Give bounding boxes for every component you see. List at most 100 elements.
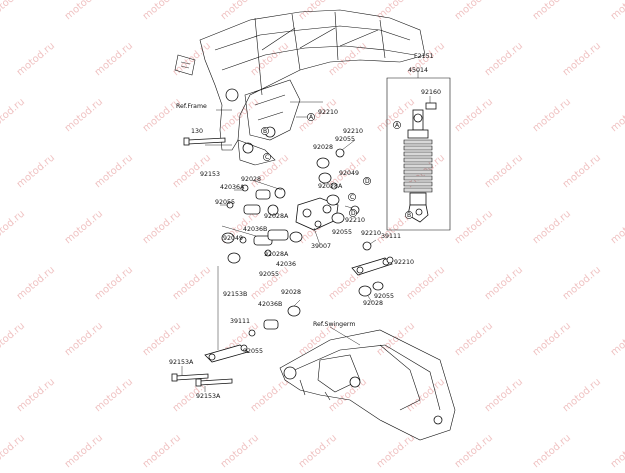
watermark-text: motod.ru <box>531 208 573 246</box>
watermark-text: motod.ru <box>93 376 135 414</box>
callout-b-shock: B <box>405 211 413 219</box>
part-label: 92028A <box>264 213 289 220</box>
watermark-text: motod.ru <box>531 432 573 468</box>
frame-drawing <box>174 9 426 166</box>
part-label: 92028A <box>318 183 343 190</box>
ref-swingarm-label: Ref.Swingerm <box>313 321 355 328</box>
svg-text:B: B <box>407 212 411 219</box>
part-label: 130 <box>191 128 203 135</box>
part-label: 39007 <box>311 243 331 250</box>
watermark-text: motod.ru <box>453 432 495 468</box>
part-label: 39111 <box>230 318 250 325</box>
svg-text:A: A <box>309 114 314 121</box>
watermark-text: motod.ru <box>15 376 57 414</box>
watermark-text: motod.ru <box>15 152 57 190</box>
watermark-text: motod.ru <box>93 40 135 78</box>
watermark-text: motod.ru <box>249 376 291 414</box>
callout-c-link: C <box>348 193 356 201</box>
watermark-text: motod.ru <box>0 432 27 468</box>
watermark-text: motod.ru <box>609 0 625 22</box>
watermark-text: motod.ru <box>141 320 183 358</box>
watermark-text: motod.ru <box>15 40 57 78</box>
labels: F2151 Ref.Frame Ref.Swingerm 45014 92160… <box>169 53 441 400</box>
part-label: 92160 <box>421 89 441 96</box>
part-label: 92210 <box>318 109 338 116</box>
linkage-parts <box>171 137 394 387</box>
watermark-text: motod.ru <box>405 264 447 302</box>
svg-text:B: B <box>263 128 267 135</box>
watermark-text: motod.ru <box>453 208 495 246</box>
callout-d-top: D <box>363 177 371 185</box>
watermark-text: motod.ru <box>0 96 27 134</box>
part-label: 92055 <box>259 271 279 278</box>
shock-absorber-group <box>386 70 451 231</box>
watermark-text: motod.ru <box>171 264 213 302</box>
watermark-text: motod.ru <box>375 0 417 22</box>
callout-b-frame: B <box>261 127 269 135</box>
part-label: 92055 <box>243 348 263 355</box>
callout-a-shock: A <box>393 121 401 129</box>
watermark-text: motod.ru <box>375 432 417 468</box>
part-label: 42036B <box>243 226 267 233</box>
watermark-text: motod.ru <box>609 208 625 246</box>
watermark-text: motod.ru <box>483 152 525 190</box>
svg-text:C: C <box>265 154 269 161</box>
watermark-text: motod.ru <box>375 320 417 358</box>
watermark-text: motod.ru <box>0 320 27 358</box>
watermark-text: motod.ru <box>219 432 261 468</box>
svg-text:D: D <box>365 178 370 185</box>
watermark-text: motod.ru <box>297 432 339 468</box>
svg-text:A: A <box>395 122 400 129</box>
part-label: 92049 <box>223 235 243 242</box>
part-label: 92055 <box>374 293 394 300</box>
watermark-text: motod.ru <box>453 320 495 358</box>
part-label: 92153B <box>223 291 247 298</box>
part-label: 45014 <box>408 67 428 74</box>
watermark-text: motod.ru <box>609 432 625 468</box>
watermark-text: motod.ru <box>405 376 447 414</box>
watermark-text: motod.ru <box>561 376 603 414</box>
part-label: 92055 <box>332 229 352 236</box>
watermark-text: motod.ru <box>453 96 495 134</box>
part-label: 92028 <box>241 176 261 183</box>
watermark-text: motod.ru <box>0 0 27 22</box>
watermark-text: motod.ru <box>141 0 183 22</box>
part-label: 92153 <box>200 171 220 178</box>
watermark-text: motod.ru <box>483 40 525 78</box>
part-label: 42036A <box>220 184 245 191</box>
part-label: 92210 <box>394 259 414 266</box>
part-label: 92028A <box>264 251 289 258</box>
watermark-text: motod.ru <box>141 432 183 468</box>
watermark-text: motod.ru <box>15 264 57 302</box>
watermark-text: motod.ru <box>63 320 105 358</box>
part-label: 92153A <box>196 393 221 400</box>
part-label: 92049 <box>339 170 359 177</box>
watermark-text: motod.ru <box>93 152 135 190</box>
swingarm-drawing <box>279 326 456 441</box>
watermark-text: motod.ru <box>561 264 603 302</box>
part-label: 42036 <box>276 261 296 268</box>
watermark-text: motod.ru <box>0 208 27 246</box>
watermark-text: motod.ru <box>531 96 573 134</box>
watermark-text: motod.ru <box>249 40 291 78</box>
part-label: 92055 <box>215 199 235 206</box>
watermark-text: motod.ru <box>483 264 525 302</box>
watermark-text: motod.ru <box>63 0 105 22</box>
watermark-text: motod.ru <box>561 152 603 190</box>
part-label: 92028 <box>313 144 333 151</box>
svg-text:C: C <box>350 194 354 201</box>
center-leaders <box>181 139 377 392</box>
watermark-text: motod.ru <box>141 208 183 246</box>
watermark-text: motod.ru <box>63 208 105 246</box>
watermark-text: motod.ru <box>561 40 603 78</box>
part-label: 92028 <box>281 289 301 296</box>
figure-code: F2151 <box>414 53 434 60</box>
part-label: 42036B <box>258 301 282 308</box>
watermark-text: motod.ru <box>63 432 105 468</box>
part-label: 92210 <box>345 217 365 224</box>
part-label: 92210 <box>343 128 363 135</box>
watermark-text: motod.ru <box>63 96 105 134</box>
